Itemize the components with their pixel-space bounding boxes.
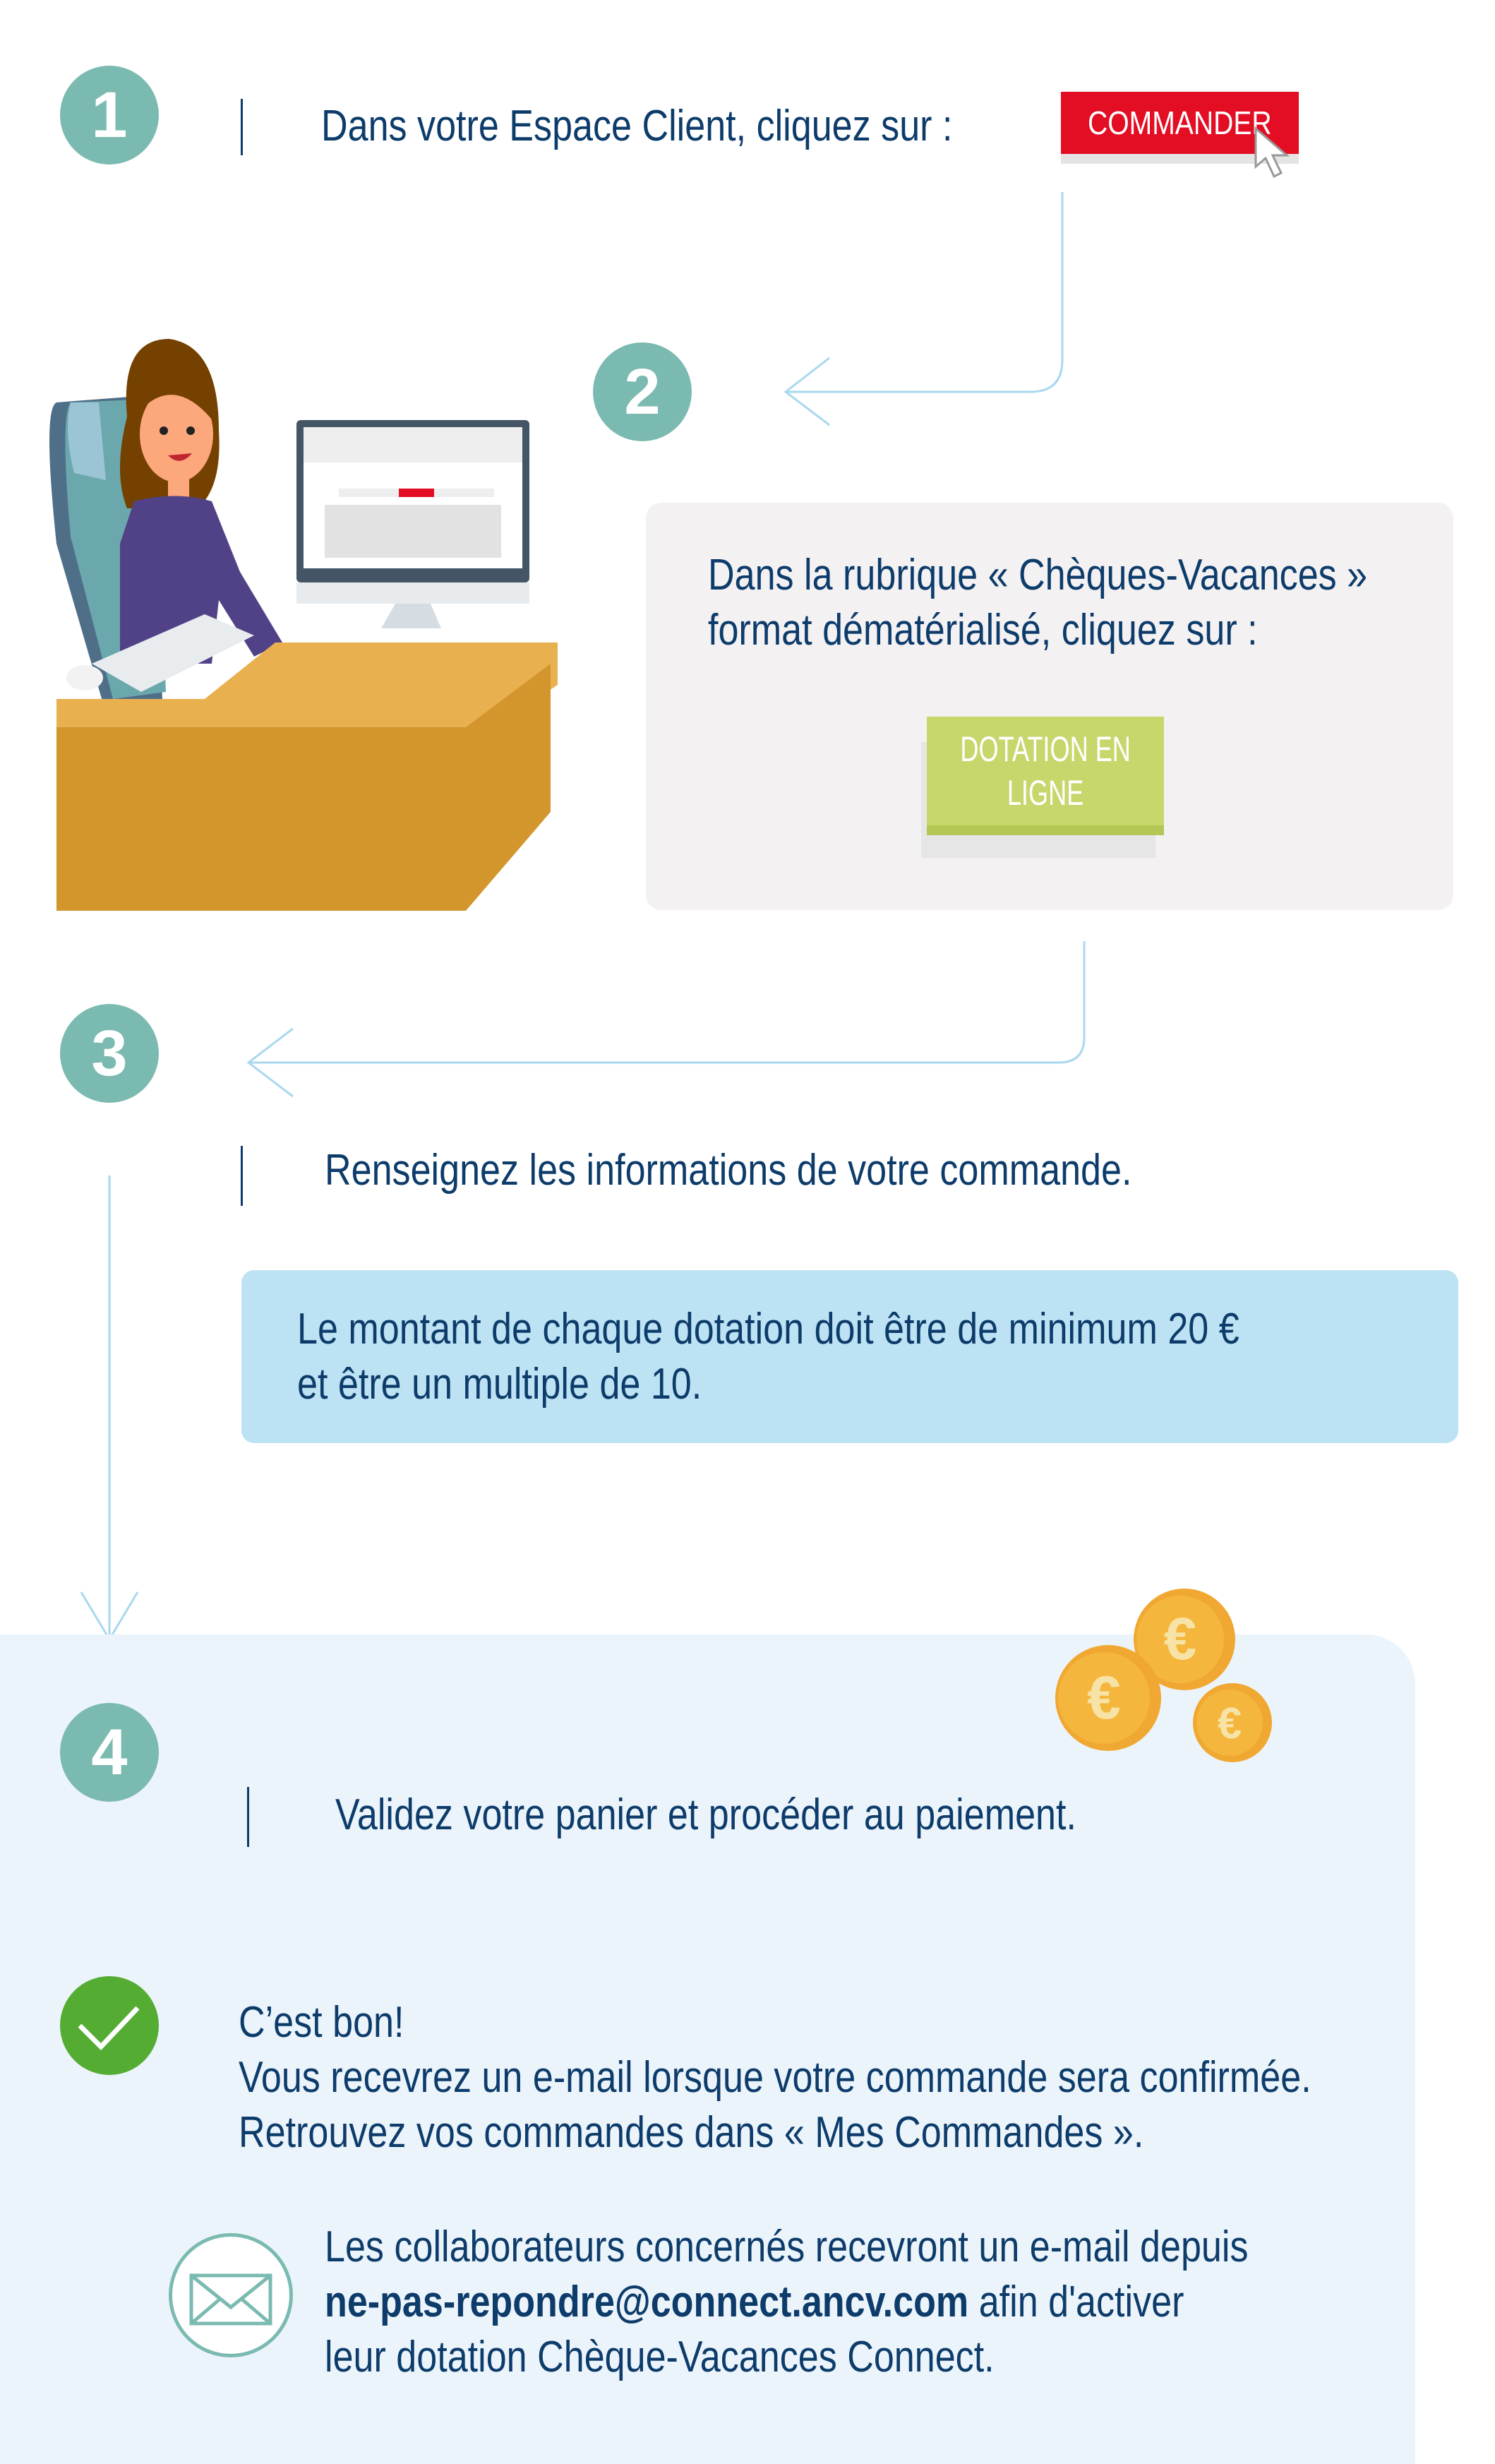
divider [247,1787,249,1847]
connector-2-3 [250,941,1086,1064]
step-3-badge: 3 [60,1004,159,1103]
step-1-badge: 1 [60,66,159,165]
arrow-head-3 [246,1027,294,1098]
success-title: C’est bon! [239,1998,404,2047]
connector-1-2 [787,192,1064,393]
success-check-badge [60,1976,159,2075]
step-4-text: Validez votre panier et procéder au paie… [335,1790,1076,1839]
success-line-3: Retrouvez vos commandes dans « Mes Comma… [239,2108,1144,2157]
step-2-text-line-2: format dématérialisé, cliquez sur : [708,606,1258,654]
email-note-line-3: leur dotation Chèque-Vacances Connect. [325,2333,995,2381]
arrow-head-2 [783,357,830,426]
step-3-text: Renseignez les informations de votre com… [325,1146,1132,1195]
divider [241,1146,243,1206]
email-note-line-2-rest: afin d'activer [968,2278,1184,2326]
step-1-text: Dans votre Espace Client, cliquez sur : [321,102,953,150]
svg-text:€: € [1164,1605,1197,1672]
email-note-line-1: Les collaborateurs concernés recevront u… [325,2223,1249,2271]
step-4-badge: 4 [60,1703,159,1802]
amount-note-box [241,1270,1458,1443]
step-2-badge: 2 [593,342,692,441]
check-icon [78,2006,140,2051]
divider [241,99,243,155]
success-line-2: Vous recevrez un e-mail lorsque votre co… [239,2053,1311,2102]
amount-note-line-2: et être un multiple de 10. [297,1360,702,1409]
step-2-box [646,503,1453,910]
button-label-line-1: DOTATION EN [960,729,1131,769]
button-label-line-2: LIGNE [1007,773,1084,813]
woman-at-computer-illustration [49,339,558,911]
sender-email[interactable]: ne-pas-repondre@connect.ancv.com [325,2278,969,2326]
svg-text:€: € [1087,1664,1121,1732]
email-note-line-2: ne-pas-repondre@connect.ancv.com afin d'… [325,2275,1184,2330]
euro-coins-icon: € € € [1055,1589,1272,1762]
step-2-text-line-1: Dans la rubrique « Chèques-Vacances » [708,551,1368,599]
envelope-icon [189,2273,272,2326]
envelope-badge [169,2233,293,2357]
svg-text:€: € [1218,1699,1242,1748]
amount-note-line-1: Le montant de chaque dotation doit être … [297,1305,1239,1353]
commander-label: COMMANDER [1088,104,1272,141]
cursor-icon [1254,126,1290,179]
